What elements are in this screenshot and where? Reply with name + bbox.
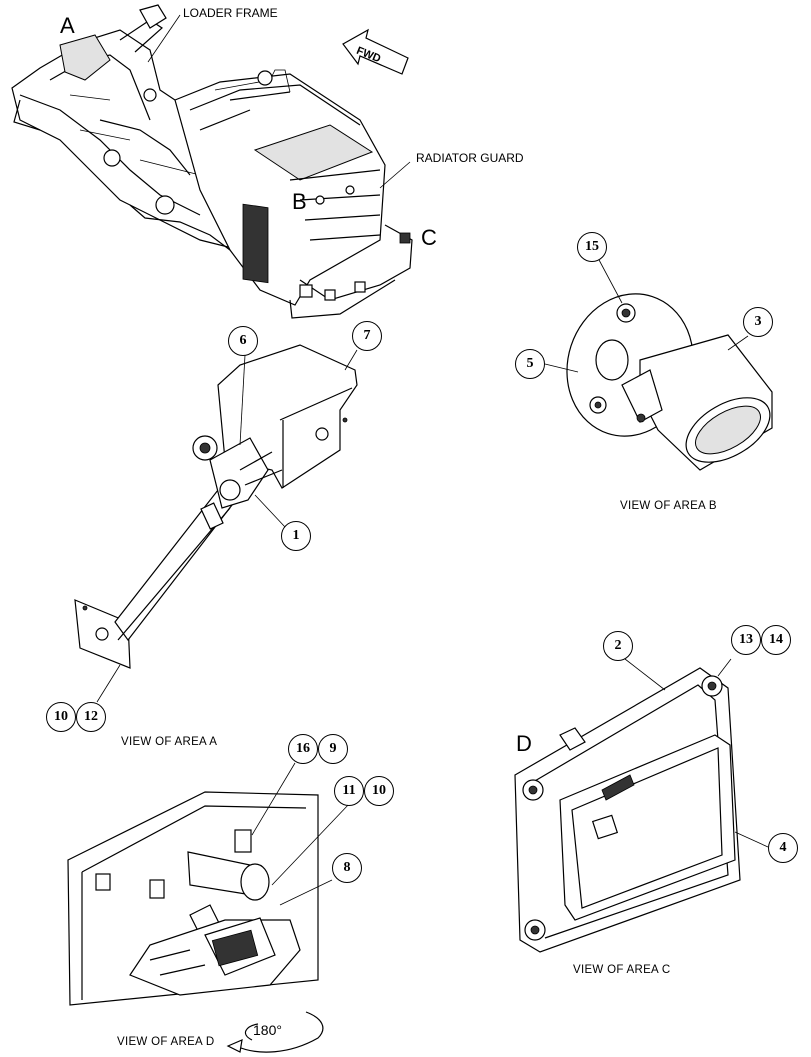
area-a-letter: A (60, 13, 75, 38)
item-bubble-14: 14 (761, 625, 791, 655)
item-bubble-15: 15 (577, 232, 607, 262)
radiator-guard-label: RADIATOR GUARD (416, 151, 524, 165)
view-c-caption: VIEW OF AREA C (573, 964, 671, 976)
machine-overview-illustration (11, 4, 413, 319)
item-bubble-8: 8 (332, 853, 362, 883)
item-bubble-10-view-d: 10 (364, 776, 394, 806)
area-d-letter: D (516, 731, 532, 756)
item-bubble-2: 2 (603, 631, 633, 661)
item-bubble-9: 9 (318, 734, 348, 764)
view-c-illustration (514, 658, 769, 953)
area-b-letter: B (292, 189, 307, 214)
view-a-caption: VIEW OF AREA A (121, 736, 218, 748)
rotation-arrow-icon (226, 1011, 324, 1053)
view-b-illustration (544, 257, 773, 471)
area-c-letter: C (421, 225, 437, 250)
view-d-illustration (67, 762, 351, 1006)
view-d-caption: VIEW OF AREA D (117, 1036, 215, 1048)
item-bubble-16: 16 (288, 734, 318, 764)
item-bubble-5: 5 (515, 349, 545, 379)
item-bubble-11: 11 (334, 776, 364, 806)
loader-frame-label: LOADER FRAME (183, 6, 278, 20)
item-bubble-4: 4 (768, 833, 798, 863)
forward-arrow-icon (342, 28, 409, 75)
item-bubble-13: 13 (731, 625, 761, 655)
item-bubble-10-view-a: 10 (46, 702, 76, 732)
view-b-caption: VIEW OF AREA B (620, 500, 717, 512)
item-bubble-12: 12 (76, 702, 106, 732)
view-a-illustration (74, 344, 358, 703)
item-bubble-7: 7 (352, 321, 382, 351)
rotation-label: 180° (253, 1022, 282, 1038)
item-bubble-6: 6 (228, 326, 258, 356)
item-bubble-3: 3 (743, 307, 773, 337)
item-bubble-1: 1 (281, 521, 311, 551)
